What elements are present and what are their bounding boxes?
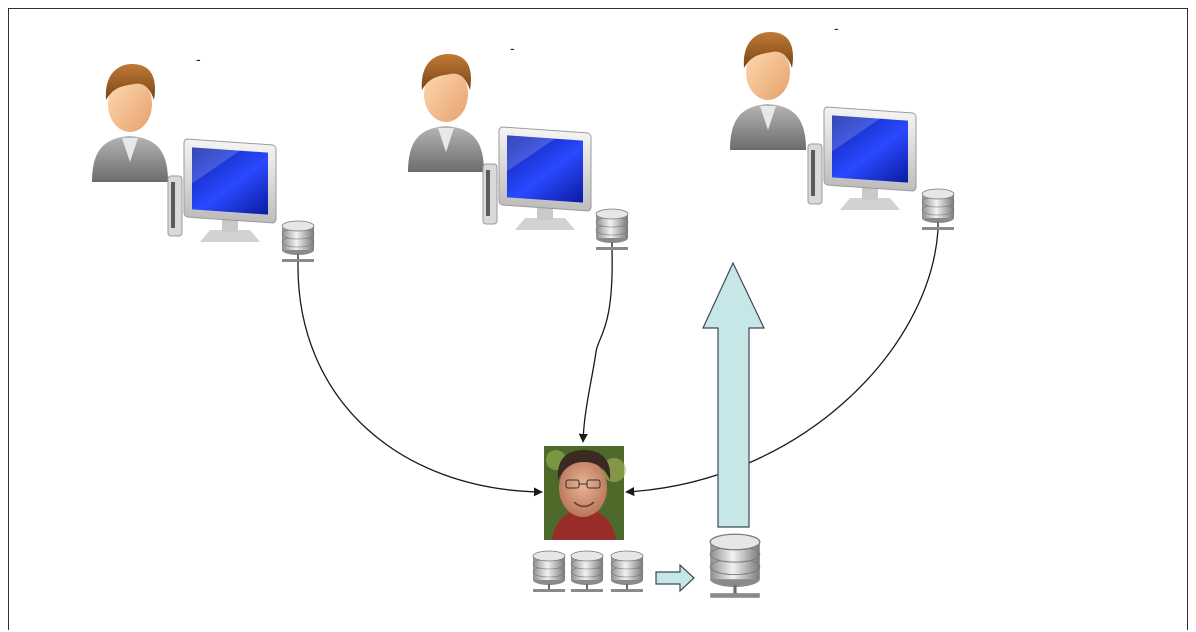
- user-label: -: [510, 40, 515, 56]
- source-databases: [532, 550, 644, 593]
- database-icon: [595, 208, 629, 251]
- user-station-2: -: [408, 40, 629, 251]
- merge-arrow-icon: [655, 563, 695, 593]
- user-icon: [730, 32, 806, 150]
- database-icon: [921, 188, 955, 231]
- database-icon: [532, 550, 566, 593]
- computer-icon: [807, 106, 917, 211]
- center-person-photo: [544, 446, 626, 540]
- connector-user2-to-center: [578, 249, 613, 443]
- connector-user3-to-center: [625, 229, 939, 497]
- user-label: -: [834, 20, 839, 36]
- main-database-icon: [709, 533, 761, 599]
- user-station-1: -: [92, 51, 315, 263]
- distribution-up-arrow: [702, 261, 765, 528]
- user-icon: [408, 54, 484, 172]
- database-icon: [570, 550, 604, 593]
- user-icon: [92, 64, 168, 182]
- computer-icon: [167, 138, 277, 243]
- database-icon: [281, 220, 315, 263]
- user-station-3: -: [730, 20, 955, 231]
- user-label: -: [196, 51, 201, 67]
- connector-user1-to-center: [297, 261, 543, 497]
- computer-icon: [482, 126, 592, 231]
- database-icon: [610, 550, 644, 593]
- diagram-frame: [8, 8, 1188, 630]
